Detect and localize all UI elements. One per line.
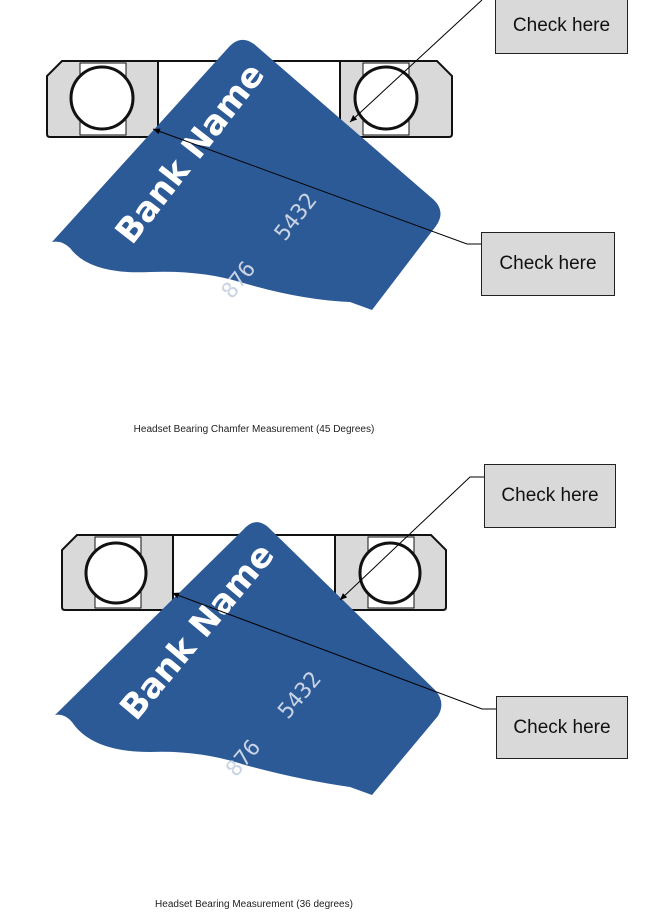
ball-left <box>69 65 135 131</box>
callout-check-here-top-2: Check here <box>484 464 616 528</box>
figure-2: Bank Name 876 5432 <box>55 476 496 795</box>
leader-line-top <box>349 0 483 123</box>
leader-line-top <box>339 476 484 601</box>
ball-right <box>358 541 422 605</box>
leader-line-bottom <box>171 592 496 710</box>
leader-line-bottom <box>152 128 481 245</box>
bearing-diagram <box>46 60 453 138</box>
callout-check-here-bottom-2: Check here <box>496 696 628 759</box>
figure-1: Bank Name 876 5432 <box>46 0 483 310</box>
figure-caption-2: Headset Bearing Measurement (36 degrees) <box>155 899 353 910</box>
bearing-diagram <box>61 534 447 611</box>
callout-check-here-bottom-1: Check here <box>481 232 615 296</box>
callout-check-here-top-1: Check here <box>495 0 628 54</box>
ball-left <box>84 541 148 605</box>
ball-right <box>353 65 419 131</box>
figure-caption-1: Headset Bearing Chamfer Measurement (45 … <box>133 424 375 435</box>
